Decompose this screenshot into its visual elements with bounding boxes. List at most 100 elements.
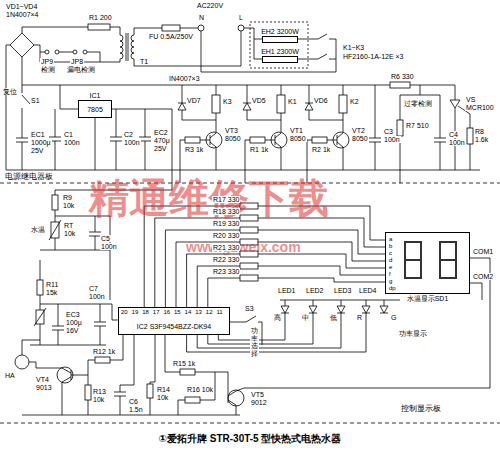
part-label: RT bbox=[63, 222, 74, 229]
part-label: R16 10k bbox=[186, 386, 214, 393]
part-label: 100n bbox=[123, 139, 141, 146]
part-label: LED1 bbox=[277, 287, 297, 294]
display-module: 水温显示SD1 bbox=[385, 232, 470, 294]
part-label: 470μ bbox=[153, 137, 171, 144]
fuse-symbol bbox=[162, 25, 180, 31]
part-label: 8050 bbox=[351, 135, 369, 142]
part-label: VT5 bbox=[250, 391, 265, 398]
part-label: JP8 bbox=[70, 58, 84, 65]
terminal bbox=[238, 25, 244, 31]
part-label: 15k bbox=[45, 289, 58, 296]
part-label: S3 bbox=[244, 305, 255, 312]
resistor-symbol bbox=[180, 369, 195, 375]
part-label: FU 0.5A/250V bbox=[148, 33, 194, 40]
relay-coil bbox=[339, 95, 347, 113]
resistor-symbol bbox=[240, 275, 258, 281]
thermistor-symbol bbox=[51, 222, 59, 238]
part-label: T1 bbox=[139, 58, 149, 65]
part-label: 20 bbox=[120, 309, 129, 315]
part-label: R23 330 bbox=[212, 268, 240, 275]
part-label: R15 1k bbox=[172, 360, 196, 367]
part-heading: 水温显示SD1 bbox=[407, 295, 449, 302]
part-label: 高 bbox=[273, 314, 282, 321]
resistor-symbol bbox=[185, 137, 200, 143]
part-label: R7 510 bbox=[405, 122, 430, 129]
reset-circuit bbox=[30, 260, 118, 345]
part-text: IC2 S3F9454BZZ-DK94 bbox=[137, 323, 211, 330]
ic-chip: IC2 S3F9454BZZ-DK94 bbox=[118, 307, 230, 335]
part-label: 100n bbox=[63, 139, 81, 146]
part-label: S1 bbox=[30, 97, 41, 104]
part-label: 9012 bbox=[250, 399, 268, 406]
part-label: EC1 bbox=[30, 131, 46, 138]
led-symbol bbox=[380, 300, 388, 313]
resistor-symbol bbox=[390, 82, 410, 88]
led-symbol bbox=[362, 300, 370, 313]
part-label: 100n bbox=[448, 139, 466, 146]
part-label: VS bbox=[465, 96, 476, 103]
part-label: 25V bbox=[153, 145, 167, 152]
part-label: R21 330 bbox=[212, 244, 240, 251]
part-heading: EH2 3200W bbox=[261, 28, 299, 35]
led-wire bbox=[187, 313, 366, 352]
resistor-symbol bbox=[397, 120, 403, 136]
part-label: C2 bbox=[123, 131, 134, 138]
part-label: 100n bbox=[88, 293, 106, 300]
part-label: 10k bbox=[63, 230, 76, 237]
part-label: 8050 bbox=[289, 135, 307, 142]
part-label: K1~K3 bbox=[342, 44, 365, 51]
part-label: c bbox=[388, 250, 393, 256]
driver-circuit bbox=[22, 335, 240, 415]
resistor-symbol bbox=[185, 397, 200, 403]
part-text: 7805 bbox=[87, 106, 103, 113]
mains-wire bbox=[134, 28, 241, 66]
resistor-symbol bbox=[85, 385, 91, 400]
part-label: R17 330 bbox=[212, 196, 240, 203]
part-label: 1N4007×4 bbox=[5, 11, 40, 18]
board-boundary bbox=[0, 183, 500, 423]
part-label: R1 200 bbox=[88, 14, 113, 21]
watermark: www.gzweix.com bbox=[185, 240, 302, 254]
part-label: 9013 bbox=[35, 384, 53, 391]
part-label: EC2 bbox=[153, 129, 169, 136]
part-label: VT4 bbox=[35, 376, 50, 383]
part-label: a bbox=[388, 236, 393, 242]
part-label: HA bbox=[4, 372, 16, 379]
transistor-symbol bbox=[228, 390, 244, 406]
part-label: 100n bbox=[383, 136, 401, 143]
part-label: 控制显示板 bbox=[400, 405, 442, 413]
thermistor-symbol bbox=[36, 310, 44, 324]
part-label: LED4 bbox=[358, 287, 378, 294]
resistor-symbol bbox=[312, 137, 327, 143]
jumper bbox=[83, 50, 87, 54]
resistor-symbol bbox=[147, 384, 153, 398]
part-label: R1 1k bbox=[249, 146, 269, 153]
part-label: VD5 bbox=[251, 97, 267, 104]
part-label: LED2 bbox=[305, 287, 325, 294]
part-label: COM1 bbox=[472, 248, 494, 255]
part-label: C1 bbox=[63, 131, 74, 138]
part-label: 功率选择 bbox=[250, 327, 259, 358]
watermark: 精通维修下载 bbox=[88, 178, 330, 218]
part-label: C6 bbox=[128, 398, 139, 405]
resistor-symbol bbox=[37, 280, 43, 295]
segment-wire bbox=[197, 266, 385, 307]
part-label: R bbox=[356, 314, 363, 321]
part-label: 中 bbox=[301, 314, 310, 321]
part-label: R11 bbox=[45, 281, 59, 288]
bridge-rectifier bbox=[6, 27, 370, 170]
zero-cross-circuit bbox=[369, 85, 470, 183]
part-heading: EH1 2300W bbox=[261, 48, 299, 55]
reset-switch bbox=[16, 85, 30, 170]
part-label: R12 1k bbox=[92, 348, 116, 355]
part-label: VT2 bbox=[351, 127, 366, 134]
part-label: g bbox=[388, 278, 393, 284]
seven-segment-digit bbox=[405, 242, 456, 278]
part-label: R6 330 bbox=[390, 73, 415, 80]
resistor-symbol bbox=[240, 263, 258, 269]
part-label: K3 bbox=[222, 98, 233, 105]
part-label: 12 bbox=[205, 309, 214, 315]
part-label: VT1 bbox=[289, 127, 304, 134]
jumper bbox=[73, 50, 77, 54]
part-label: 16V bbox=[65, 327, 79, 334]
